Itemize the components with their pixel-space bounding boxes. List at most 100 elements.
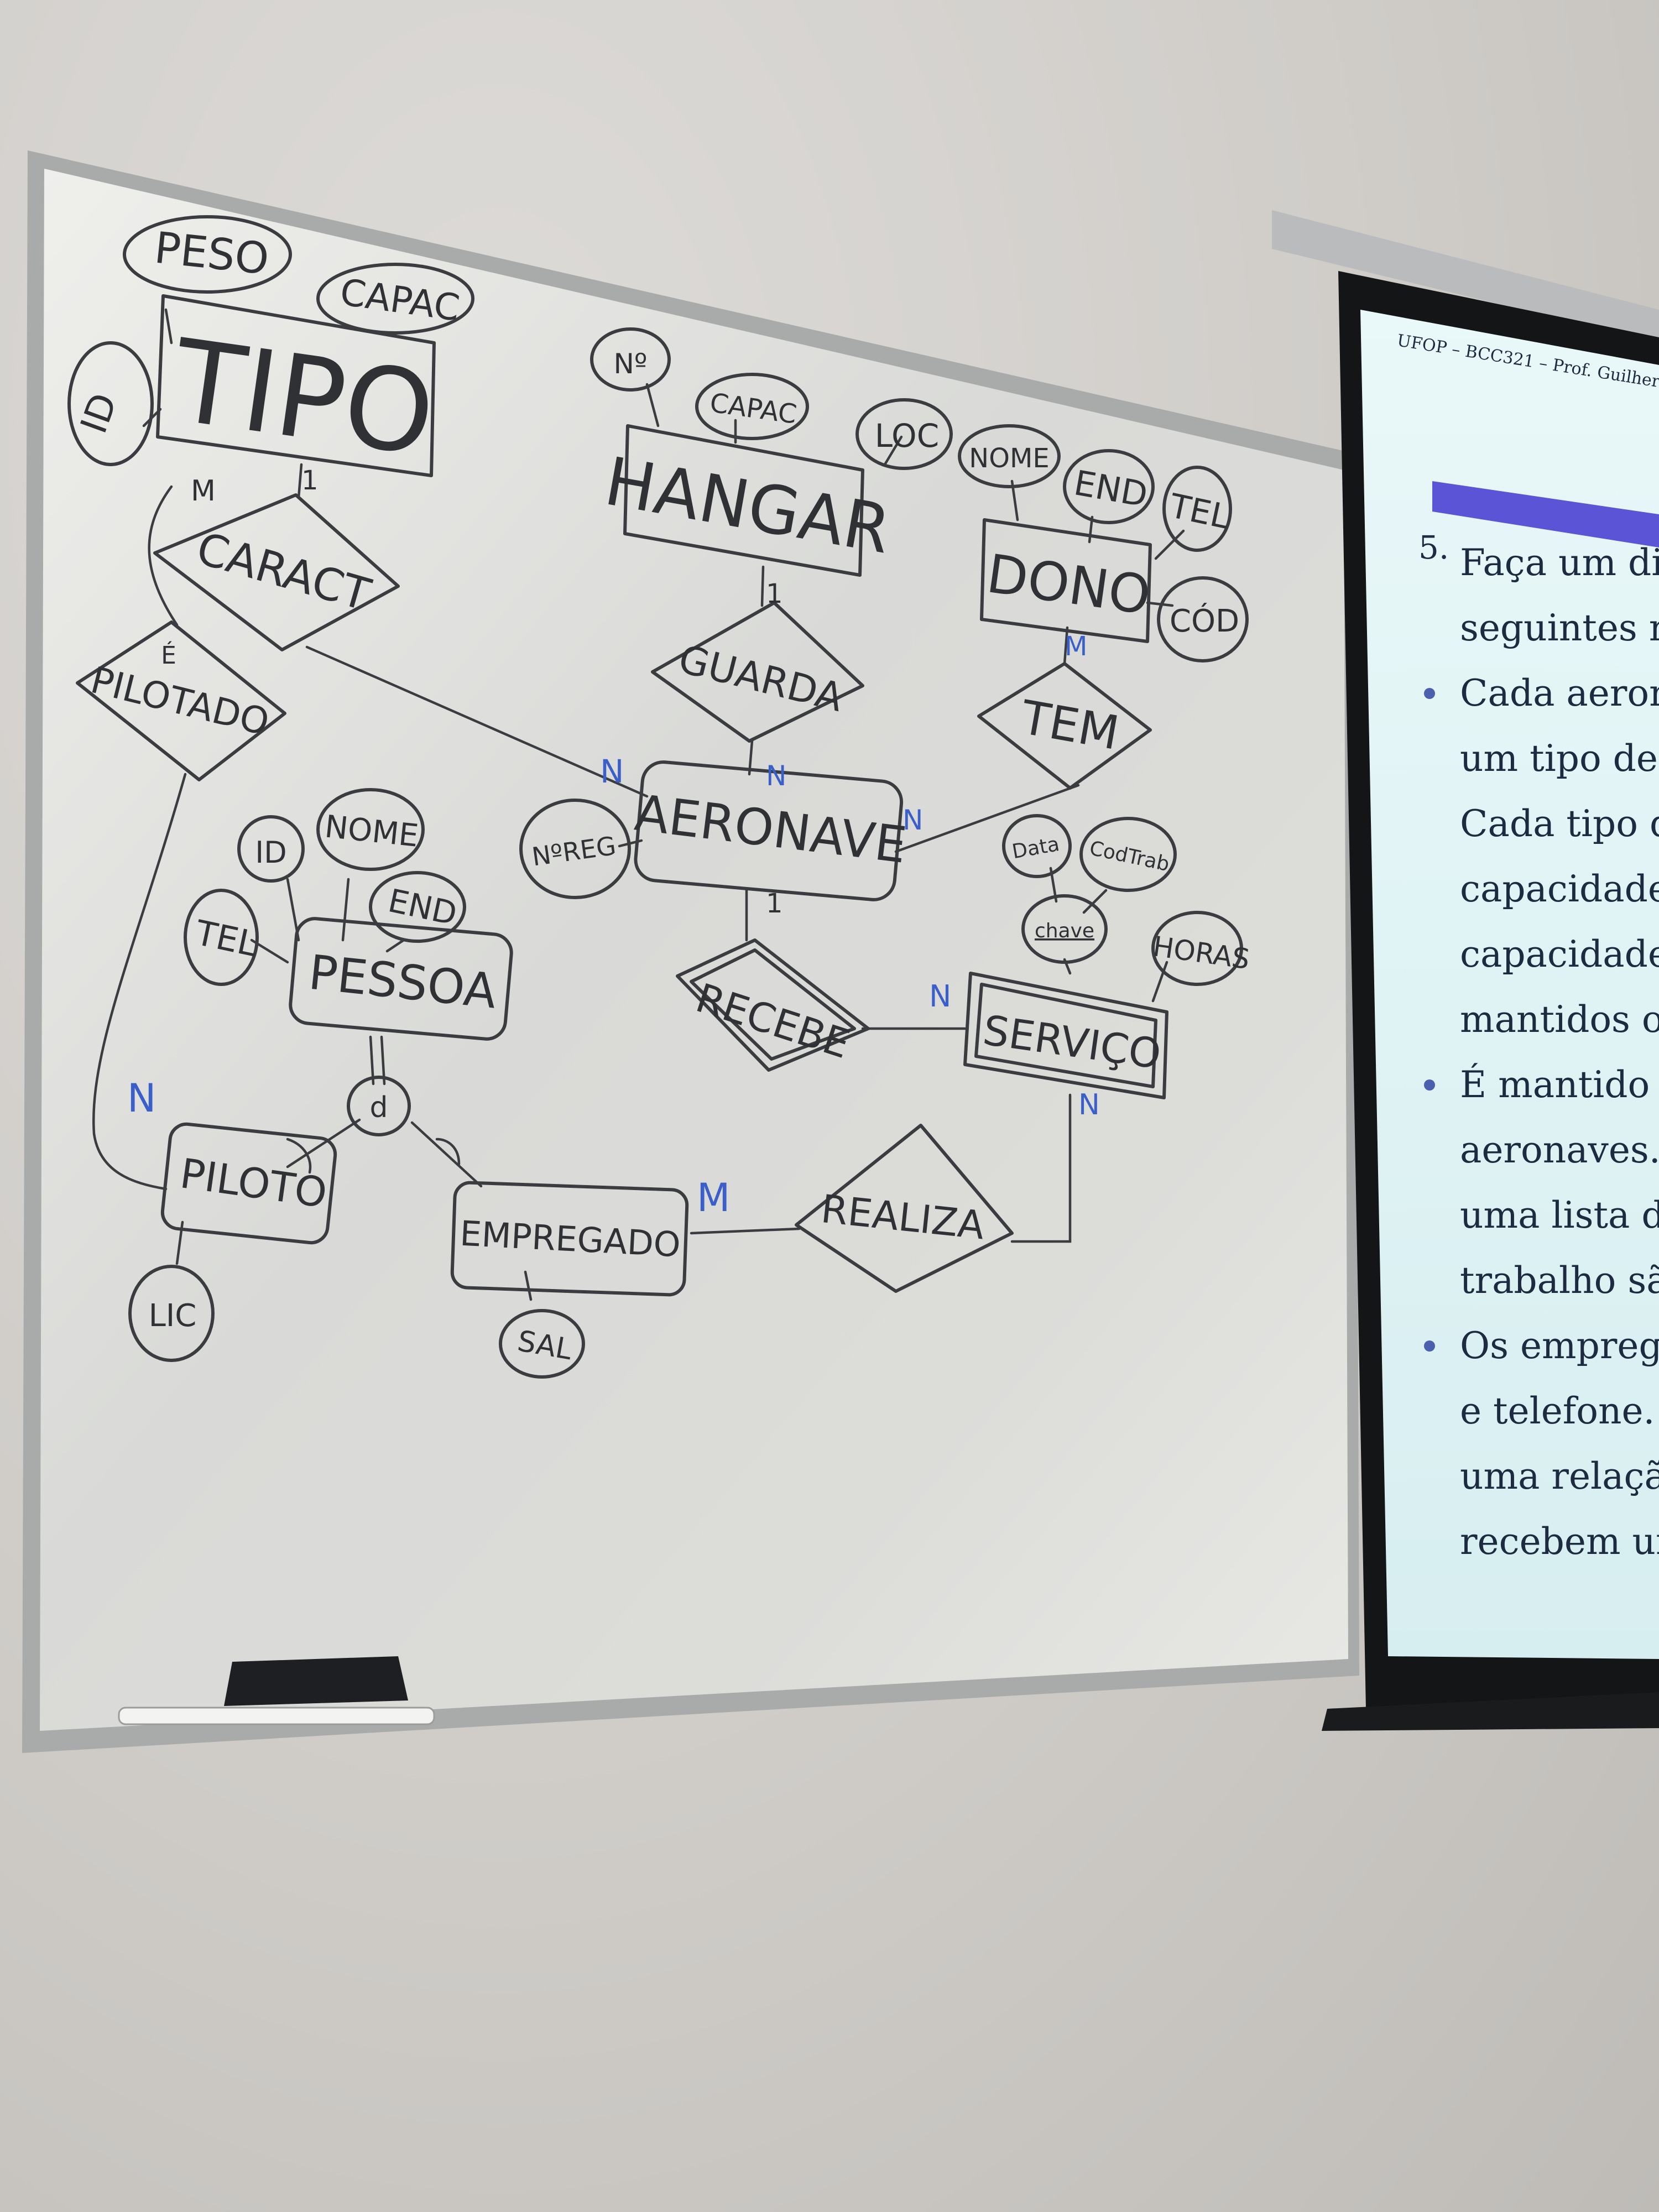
slide-line: uma relação d xyxy=(1460,1455,1659,1498)
attr-end-dono-shape xyxy=(1063,449,1155,524)
line-caract-aeronave xyxy=(305,645,649,798)
slide-line: Cada tipo de a xyxy=(1460,802,1659,845)
slide-line: Cada aeronave xyxy=(1460,672,1659,714)
rel-recebe-shape xyxy=(676,938,870,1072)
attr-loc-shape xyxy=(855,398,953,470)
card-empregado-realiza: M xyxy=(697,1175,730,1220)
card-hangar-guarda: 1 xyxy=(766,578,783,609)
attr-chave-shape xyxy=(1021,894,1108,964)
card-guarda-aeronave: N xyxy=(766,760,786,792)
slide-accent-bar xyxy=(1432,481,1659,547)
slide-line: Os empregado xyxy=(1460,1324,1659,1367)
entity-hangar-shape xyxy=(623,424,864,577)
attr-sal-shape xyxy=(499,1309,585,1379)
subset-mark-left xyxy=(286,1138,312,1174)
slide-line: É mantido o re xyxy=(1460,1063,1659,1106)
slide-number: 5. xyxy=(1418,529,1449,566)
line-dono-tem xyxy=(1063,626,1069,665)
attr-cod-shape xyxy=(1157,576,1249,662)
slide-line: recebem um s xyxy=(1460,1520,1659,1563)
entity-empregado-shape xyxy=(450,1181,689,1297)
line-empregado-realiza xyxy=(690,1227,801,1235)
entity-shapes xyxy=(156,294,1168,1297)
attr-nome-pessoa-shape xyxy=(316,788,425,871)
attr-peso-shape xyxy=(123,215,292,294)
label-id-pessoa: ID xyxy=(255,835,287,870)
entity-pessoa-shape xyxy=(289,917,513,1041)
card-servico-realiza: N xyxy=(1078,1088,1100,1121)
entity-piloto-shape xyxy=(160,1122,337,1245)
label-nome-dono: NOME xyxy=(969,443,1049,474)
subset-mark-right xyxy=(435,1138,461,1166)
attr-capac-hangar-shape xyxy=(695,373,809,440)
slide-line: trabalho são ú xyxy=(1460,1259,1659,1302)
attr-tel-pessoa-shape xyxy=(184,889,259,986)
line-pilotado-piloto xyxy=(92,773,187,1191)
line-hangar-guarda xyxy=(760,565,765,607)
attr-data-shape xyxy=(1002,814,1072,878)
marker[interactable] xyxy=(118,1707,435,1725)
rel-guarda-shape xyxy=(651,601,864,743)
line-tem-aeronave xyxy=(894,784,1080,853)
attr-n-hangar-shape xyxy=(590,327,671,392)
line-pilotado-tipo xyxy=(148,485,179,627)
entity-servico-weak-shape xyxy=(974,983,1157,1088)
entity-aeronave-shape xyxy=(634,760,904,901)
card-caract-m: M xyxy=(191,474,216,508)
card-pilotado-piloto: N xyxy=(127,1076,156,1121)
cardinality-labels: 1 M 1 N N M N 1 N N M N xyxy=(127,465,1100,1220)
line-tipo-caract xyxy=(297,463,303,499)
slide-line: seguintes req xyxy=(1460,607,1659,649)
card-caract-aeronave: N xyxy=(600,753,624,790)
attr-nreg-shape xyxy=(519,799,631,899)
rel-recebe-inner-shape xyxy=(690,948,856,1061)
label-chave: chave xyxy=(1035,920,1094,942)
slide-line: Faça um diag xyxy=(1460,541,1659,584)
card-tipo-caract: 1 xyxy=(301,465,319,496)
screen-bottom-bar xyxy=(1322,1692,1659,1731)
attr-capac-tipo-shape xyxy=(316,263,474,335)
label-specialization: d xyxy=(369,1091,388,1124)
slide-bullet xyxy=(1424,688,1435,699)
rel-pilotado-shape xyxy=(76,620,286,781)
attr-nome-dono-shape xyxy=(958,424,1061,488)
line-d-subclasses xyxy=(286,1118,483,1188)
label-cod: CÓD xyxy=(1170,603,1239,639)
relationship-shapes xyxy=(76,493,1152,1293)
slide-text: Faça um diag seguintes reqCada aeronave um… xyxy=(1424,541,1659,1563)
rel-tem-shape xyxy=(977,662,1152,790)
line-servico-realiza xyxy=(1010,1093,1072,1243)
attr-tel-dono-shape xyxy=(1162,466,1232,552)
connection-lines xyxy=(92,308,1185,1301)
label-lic: LIC xyxy=(149,1298,197,1334)
entity-dono-shape xyxy=(980,518,1152,643)
slide-line: capacidade e u xyxy=(1460,868,1659,910)
label-peso: PESO xyxy=(152,223,272,285)
attr-codtrab-shape xyxy=(1079,817,1177,892)
attribute-shapes xyxy=(67,215,1249,1379)
entity-servico-shape xyxy=(963,972,1168,1099)
rel-caract-shape xyxy=(153,493,400,651)
entity-tipo-shape xyxy=(156,294,436,477)
card-recebe-servico: N xyxy=(929,979,951,1014)
label-loc: LOC xyxy=(875,417,939,455)
specialization-circle xyxy=(347,1076,411,1136)
slide-line: um tipo de aer xyxy=(1460,737,1659,780)
slide-line: mantidos o no xyxy=(1460,998,1659,1041)
attr-lic-shape xyxy=(128,1265,215,1362)
card-dono-tem: M xyxy=(1065,631,1087,662)
eraser[interactable] xyxy=(224,1656,408,1706)
slide-bullet xyxy=(1424,1340,1435,1352)
slide-line: e telefone. Al xyxy=(1460,1390,1659,1432)
card-aeronave-recebe: 1 xyxy=(766,888,783,919)
slide-line: capacidade, e xyxy=(1460,933,1659,975)
attr-id-pessoa-shape xyxy=(237,815,305,883)
attr-end-pessoa-shape xyxy=(369,871,466,943)
attr-id-tipo-shape xyxy=(67,341,154,466)
attr-horas-shape xyxy=(1151,911,1243,986)
slide-bullet xyxy=(1424,1079,1435,1091)
rel-realiza-shape xyxy=(795,1124,1014,1293)
projector-screen: UFOP – BCC321 – Prof. Guilherme T. 5. Fa… xyxy=(1272,210,1659,1731)
label-pilotado-prefix: É xyxy=(161,640,176,670)
